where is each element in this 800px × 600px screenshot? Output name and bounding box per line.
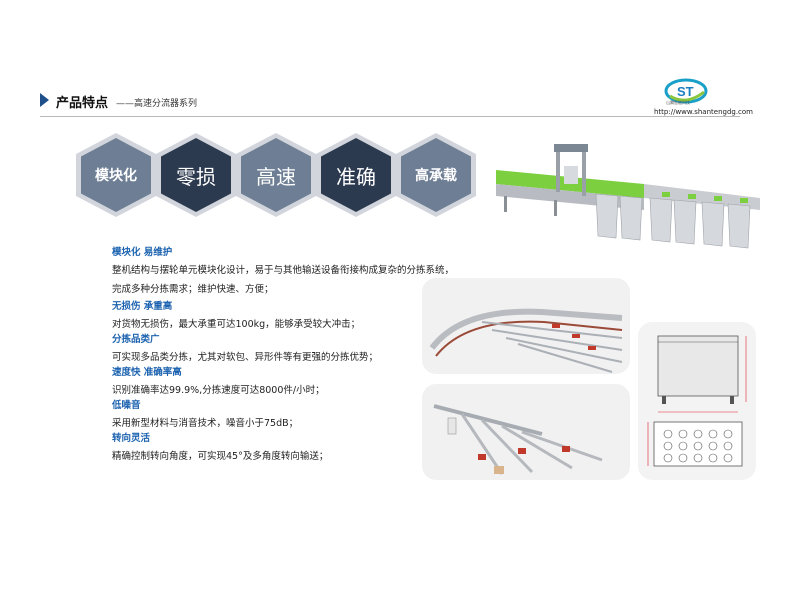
hexagon-zero-loss: 零损 (156, 133, 236, 217)
feature-text: 采用新型材料与消音技术，噪音小于75dB； (112, 418, 299, 429)
feature-fast-accurate: 速度快 准确率高 识别准确率达99.9%,分拣速度可达8000件/小时； (112, 364, 442, 400)
feature-text: 可实现多品类分拣，尤其对软包、异形件等有更强的分拣优势； (112, 352, 379, 363)
feature-heading: 模块化 易维护 (112, 247, 173, 258)
company-logo-icon: ST (664, 78, 708, 104)
render-panel-top (422, 278, 630, 374)
logo-mark: ST (677, 84, 694, 99)
hexagon-accurate: 准确 (316, 133, 396, 217)
header-triangle-icon (40, 93, 49, 107)
logo-caption: 山腾智能科技 (666, 100, 690, 105)
feature-text: 精确控制转向角度，可实现45°及多角度转向输送； (112, 451, 329, 462)
hexagon-high-load: 高承载 (396, 133, 476, 217)
feature-wide-range: 分拣品类广 可实现多品类分拣，尤其对软包、异形件等有更强的分拣优势； (112, 331, 442, 367)
feature-text: 完成多种分拣需求；维护快速、方便； (112, 284, 274, 295)
feature-text: 对货物无损伤，最大承重可达100kg，能够承受较大冲击； (112, 319, 361, 330)
feature-heading: 低噪音 (112, 400, 141, 411)
page-subtitle: ——高速分流器系列 (116, 99, 198, 109)
feature-text: 识别准确率达99.9%,分拣速度可达8000件/小时； (112, 385, 325, 396)
sorter-machine-image (496, 144, 760, 249)
hexagon-label: 高承载 (415, 168, 457, 184)
feature-heading: 无损伤 承重高 (112, 301, 173, 312)
website-url: http://www.shantengdg.com (654, 108, 754, 116)
feature-heading: 速度快 准确率高 (112, 367, 182, 378)
drawing-panel (638, 322, 756, 480)
header-divider (40, 116, 740, 117)
feature-flexible-turning: 转向灵活 精确控制转向角度，可实现45°及多角度转向输送； (112, 430, 442, 466)
hexagon-label: 准确 (336, 164, 376, 189)
technical-drawing-image (647, 335, 747, 467)
feature-text: 整机结构与摆轮单元模块化设计，易于与其他输送设备衔接构成复杂的分拣系统， (112, 265, 455, 276)
hexagon-label: 高速 (256, 164, 296, 189)
page-title: 产品特点 (56, 96, 109, 111)
conveyor-render-image (429, 308, 623, 373)
feature-modular: 模块化 易维护 整机结构与摆轮单元模块化设计，易于与其他输送设备衔接构成复杂的分… (112, 244, 455, 299)
hexagon-high-speed: 高速 (236, 133, 316, 217)
feature-no-damage: 无损伤 承重高 对货物无损伤，最大承重可达100kg，能够承受较大冲击； (112, 298, 442, 334)
feature-low-noise: 低噪音 采用新型材料与消音技术，噪音小于75dB； (112, 397, 442, 433)
sorting-line-image (433, 404, 603, 475)
hexagon-label: 模块化 (95, 168, 137, 184)
hexagon-modular: 模块化 (76, 133, 156, 217)
render-panel-bottom (422, 384, 630, 480)
hexagon-label: 零损 (176, 164, 216, 189)
feature-heading: 转向灵活 (112, 433, 151, 444)
feature-heading: 分拣品类广 (112, 334, 160, 345)
